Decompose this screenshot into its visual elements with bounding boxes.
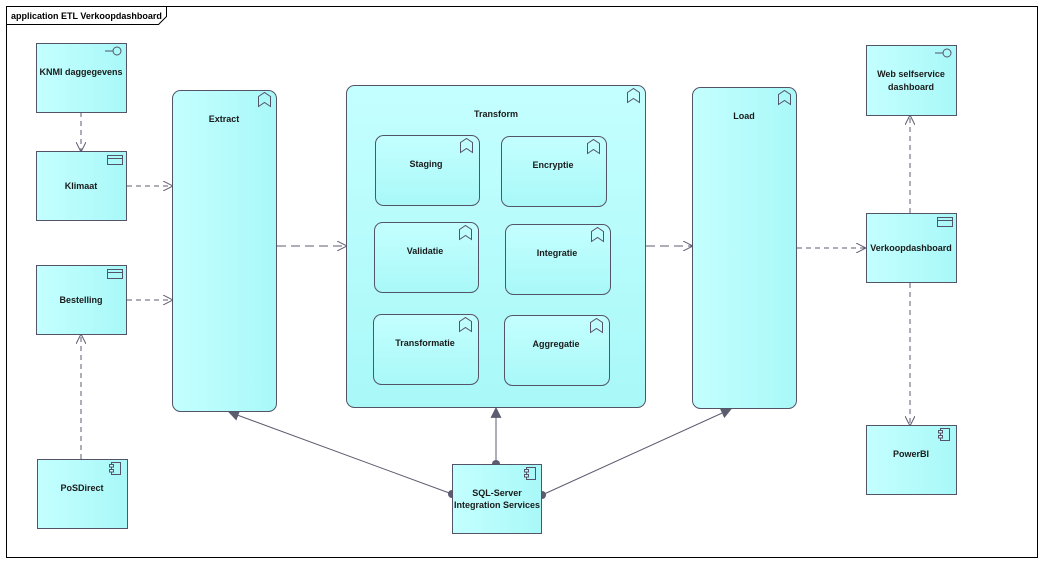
node-powerbi[interactable]: PowerBI — [866, 425, 957, 495]
node-label-line1: Web selfservice — [877, 69, 945, 79]
node-label: PoSDirect — [60, 483, 103, 493]
node-label: KNMI daggegevens — [39, 67, 122, 77]
component-icon — [938, 428, 950, 441]
component-icon — [524, 467, 536, 480]
node-label: Extract — [209, 114, 240, 124]
node-knmi-daggegevens[interactable]: KNMI daggegevens — [36, 43, 127, 113]
data-object-icon — [107, 269, 123, 279]
node-integratie[interactable]: Integratie — [505, 224, 611, 295]
edge-ssis-load[interactable] — [537, 408, 733, 500]
node-bestelling[interactable]: Bestelling — [36, 265, 127, 335]
function-icon — [258, 91, 271, 108]
node-extract[interactable]: Extract — [172, 90, 277, 412]
node-label: Encryptie — [532, 160, 573, 170]
node-label-line2: dashboard — [888, 82, 934, 92]
function-icon — [627, 87, 640, 104]
node-validatie[interactable]: Validatie — [374, 222, 479, 293]
interface-icon — [935, 48, 952, 58]
node-staging[interactable]: Staging — [375, 135, 480, 206]
node-label: Transform — [474, 109, 518, 119]
node-label: Integratie — [537, 248, 578, 258]
node-posdirect[interactable]: PoSDirect — [37, 459, 128, 529]
data-object-icon — [107, 155, 123, 165]
function-icon — [459, 316, 472, 333]
node-aggregatie[interactable]: Aggregatie — [504, 315, 610, 386]
component-icon — [109, 462, 121, 475]
node-label: Transformatie — [395, 338, 455, 348]
node-sql-server-integration-services[interactable]: SQL-Server Integration Services — [452, 464, 542, 534]
function-icon — [590, 317, 603, 334]
node-encryptie[interactable]: Encryptie — [501, 136, 607, 207]
node-label: Load — [733, 111, 755, 121]
node-label: Validatie — [407, 246, 444, 256]
edges — [81, 112, 910, 500]
node-verkoopdashboard[interactable]: Verkoopdashboard — [866, 213, 957, 283]
node-web-selfservice-dashboard[interactable]: Web selfservice dashboard — [866, 45, 957, 116]
edge-ssis-extract[interactable] — [227, 410, 457, 499]
node-load[interactable]: Load — [692, 87, 797, 409]
node-label: Bestelling — [59, 295, 102, 305]
node-transformatie[interactable]: Transformatie — [373, 314, 479, 385]
node-label: Aggregatie — [532, 339, 579, 349]
function-icon — [460, 137, 473, 154]
node-label: Staging — [410, 159, 443, 169]
node-label: Verkoopdashboard — [870, 243, 952, 253]
function-icon — [778, 89, 791, 106]
function-icon — [591, 226, 604, 243]
interface-icon — [105, 46, 122, 56]
node-klimaat[interactable]: Klimaat — [36, 151, 127, 221]
node-label-line1: SQL-Server — [472, 488, 522, 498]
frame-title: application ETL Verkoopdashboard — [11, 11, 162, 21]
node-label: PowerBI — [893, 449, 929, 459]
node-label-line2: Integration Services — [454, 500, 540, 510]
data-object-icon — [937, 217, 953, 227]
node-label: Klimaat — [65, 181, 98, 191]
function-icon — [459, 224, 472, 241]
function-icon — [587, 138, 600, 155]
